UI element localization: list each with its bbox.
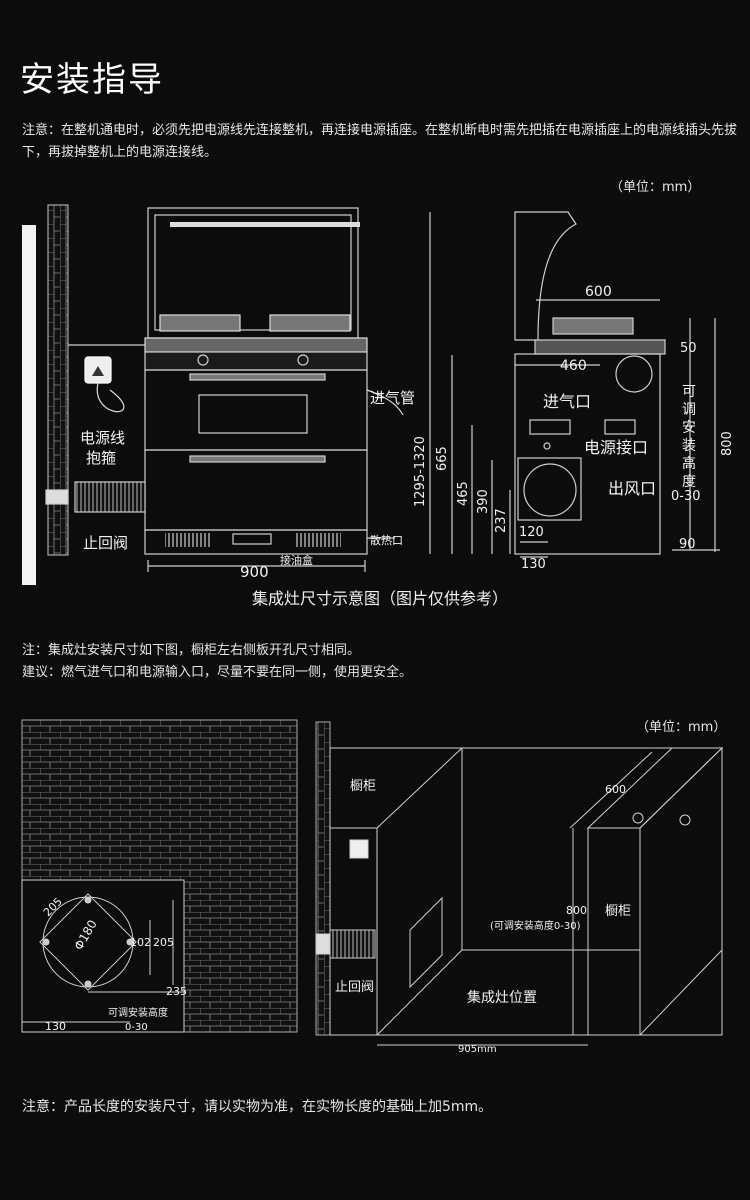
cabinet-depth-label: 600 <box>605 783 626 796</box>
height-465-label: 465 <box>456 481 471 506</box>
check-valve-label: 止回阀 <box>83 534 128 552</box>
cabinet-duct-pipe <box>329 929 376 959</box>
cabinet-left-label: 橱柜 <box>350 779 376 794</box>
dim-50-label: 50 <box>680 341 697 356</box>
vent-grille-left <box>165 533 210 547</box>
vent-label: 散热口 <box>370 533 403 547</box>
height-237-label: 237 <box>494 508 509 533</box>
power-cable-label-2: 抱箍 <box>86 449 116 467</box>
brick-wall-left <box>47 204 69 556</box>
wall-panel <box>22 225 36 585</box>
cabinet-height-label: 800 <box>566 904 587 917</box>
knob-right-icon <box>297 354 309 366</box>
adjust-range-label: 0-30 <box>671 489 701 504</box>
page-title: 安装指导 <box>20 60 164 100</box>
cabinet-width-label: 905mm <box>458 1044 497 1055</box>
front-width-label: 900 <box>240 563 269 581</box>
side-view-diagram <box>429 211 720 558</box>
check-valve-shape <box>45 489 69 505</box>
height-390-label: 390 <box>476 489 491 514</box>
depth-base-label: 460 <box>560 358 587 374</box>
width-130-label: 130 <box>521 557 546 572</box>
gas-inlet-port-icon <box>615 355 653 393</box>
depth-top-label: 600 <box>585 284 612 300</box>
vent-grille-right <box>296 533 341 547</box>
install-note: 注：集成灶安装尺寸如下图，橱柜左右侧板开孔尺寸相同。 <box>22 643 361 658</box>
oil-box-label: 接油盒 <box>280 553 313 567</box>
suggest-note: 建议：燃气进气口和电源输入口，尽量不要在同一侧，使用更安全。 <box>22 665 413 680</box>
oil-box-shape <box>232 533 272 545</box>
length-note: 注意：产品长度的安装尺寸，请以实物为准，在实物长度的基础上加5mm。 <box>22 1099 493 1115</box>
dim-130-label: 130 <box>45 1020 66 1033</box>
air-outlet-port <box>517 457 582 521</box>
cabinet-valve-label: 止回阀 <box>335 980 374 995</box>
dim-90-label: 90 <box>679 537 696 552</box>
power-note: 注意：在整机通电时，必须先把电源线先连接整机，再连接电源插座。在整机断电时需先把… <box>22 123 738 160</box>
unit-label-top: （单位：mm） <box>610 180 701 195</box>
height-665-label: 665 <box>435 446 450 471</box>
dim-205b-label: 205 <box>153 936 174 949</box>
adjust-v-4: 装 <box>682 438 696 454</box>
width-120-label: 120 <box>519 525 544 540</box>
diagram-caption: 集成灶尺寸示意图（图片仅供参考） <box>251 589 508 608</box>
cabinet-height-note: (可调安装高度0-30) <box>490 919 581 932</box>
stove-position-label: 集成灶位置 <box>467 989 537 1006</box>
adjust-v-3: 安 <box>682 420 696 436</box>
duct-pipe <box>74 481 146 513</box>
height-800-label: 800 <box>720 431 735 456</box>
install-notes: 注：集成灶安装尺寸如下图，橱柜左右侧板开孔尺寸相同。 建议：燃气进气口和电源输入… <box>22 640 412 684</box>
dim-102-label: 102 <box>130 936 151 949</box>
wall-cutout-diagram <box>21 719 298 1033</box>
cabinet-socket-icon <box>349 839 369 859</box>
knob-left-icon <box>197 354 209 366</box>
brick-wall-narrow <box>315 721 331 1036</box>
wall-adjust-range: 0-30 <box>125 1022 148 1033</box>
unit-label-bottom: （单位：mm） <box>636 720 727 735</box>
gas-inlet-label: 进气口 <box>543 392 591 411</box>
power-port-label: 电源接口 <box>584 438 648 457</box>
wall-adjust-label: 可调安装高度 <box>108 1006 168 1019</box>
gas-pipe-label: 进气管 <box>370 389 415 407</box>
adjust-v-2: 调 <box>682 402 696 418</box>
air-outlet-label: 出风口 <box>608 479 656 498</box>
adjust-v-1: 可 <box>682 384 696 400</box>
power-cable-label-1: 电源线 <box>80 429 125 447</box>
adjust-v-6: 度 <box>682 474 696 490</box>
cabinet-right-label: 橱柜 <box>605 904 631 919</box>
cabinet-diagram <box>315 721 724 1046</box>
dim-235-label: 235 <box>166 985 187 998</box>
front-view-diagram <box>22 204 404 585</box>
height-range-label: 1295-1320 <box>413 436 428 507</box>
adjust-v-5: 高 <box>682 455 696 472</box>
